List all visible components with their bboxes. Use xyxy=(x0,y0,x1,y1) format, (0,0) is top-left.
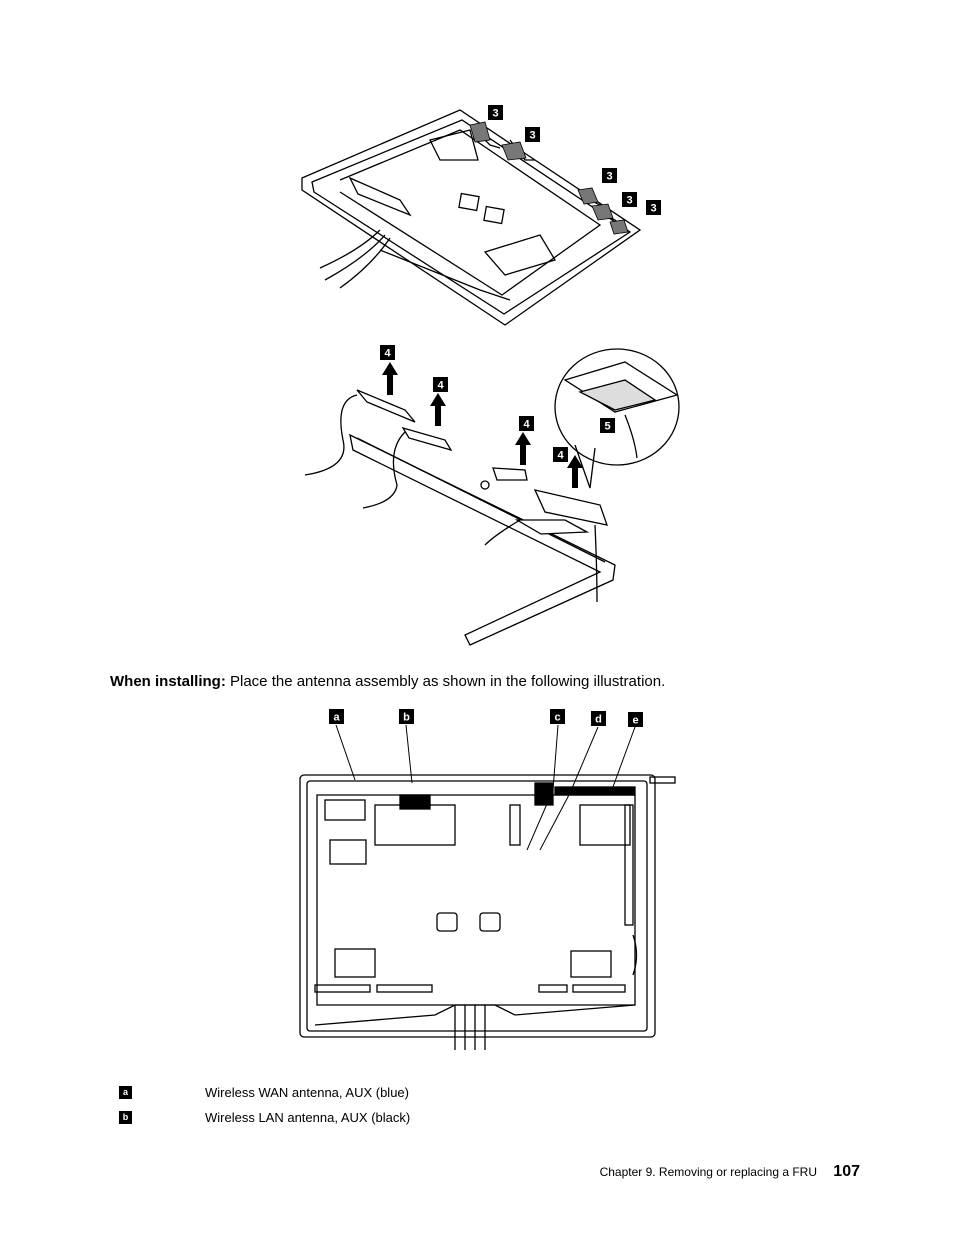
svg-text:4: 4 xyxy=(437,380,444,392)
legend-text: Wireless WAN antenna, AUX (blue) xyxy=(205,1085,409,1100)
svg-text:a: a xyxy=(333,712,340,724)
page-number: 107 xyxy=(833,1163,860,1180)
svg-text:5: 5 xyxy=(604,421,610,433)
figure-antenna-assembly-removal: 4 4 4 4 5 xyxy=(304,345,680,646)
page-footer: Chapter 9. Removing or replacing a FRU 1… xyxy=(0,1163,954,1183)
footer-chapter-title: Chapter 9. Removing or replacing a FRU xyxy=(599,1165,817,1179)
svg-text:4: 4 xyxy=(557,450,564,462)
legend-text: Wireless LAN antenna, AUX (black) xyxy=(205,1110,411,1125)
svg-text:c: c xyxy=(554,712,560,724)
callouts-step-4-5: 4 4 4 4 5 xyxy=(380,345,615,462)
callout-leader-lines xyxy=(335,724,636,851)
instruction-label: When installing: xyxy=(110,673,226,690)
detail-magnifier xyxy=(554,348,680,489)
svg-text:3: 3 xyxy=(650,203,656,215)
svg-text:3: 3 xyxy=(606,171,612,183)
svg-text:3: 3 xyxy=(492,108,498,120)
callouts-step-3: 3 3 3 3 3 xyxy=(488,105,661,215)
svg-text:e: e xyxy=(632,715,638,727)
legend-key: b xyxy=(119,1111,132,1124)
svg-text:3: 3 xyxy=(529,130,535,142)
legend-key: a xyxy=(119,1086,132,1099)
svg-text:b: b xyxy=(403,712,410,724)
svg-text:4: 4 xyxy=(384,348,391,360)
svg-text:4: 4 xyxy=(523,419,530,431)
figure-antenna-installation-layout: a b c d e xyxy=(299,709,676,1050)
callouts-antennas: a b c d e xyxy=(329,709,643,727)
svg-text:d: d xyxy=(595,714,602,726)
figure-lcd-cover-antenna-removal: 3 3 3 3 3 xyxy=(301,105,661,326)
instruction-text: Place the antenna assembly as shown in t… xyxy=(230,673,666,690)
svg-text:3: 3 xyxy=(626,195,632,207)
installation-instruction: When installing: Place the antenna assem… xyxy=(110,673,665,691)
